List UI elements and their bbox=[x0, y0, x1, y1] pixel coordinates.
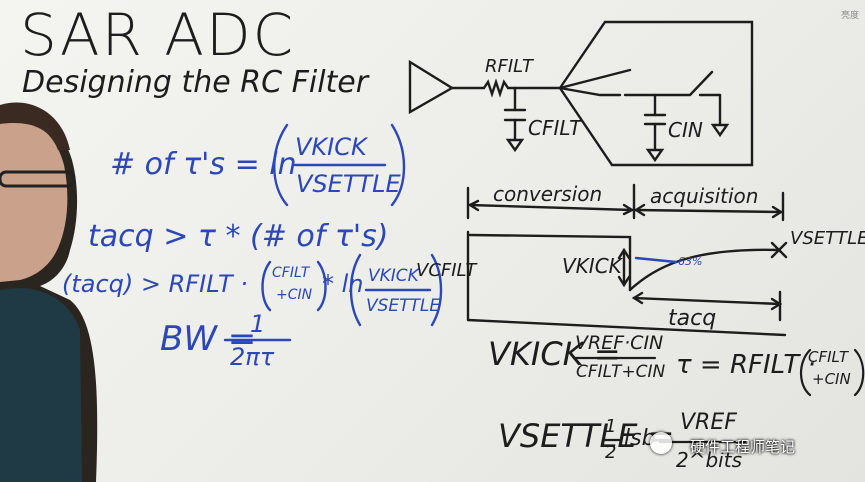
cin-label: CIN bbox=[668, 118, 703, 142]
bw-lhs: BW = bbox=[160, 319, 257, 359]
vsettle-half-numerator: 1 bbox=[605, 416, 617, 437]
percent-63-label: 63% bbox=[678, 255, 703, 268]
tau-equation-lhs: τ = RFILT · bbox=[676, 350, 816, 380]
vkick-equation-numerator: VREF·CIN bbox=[575, 332, 664, 354]
rfilt-label: RFILT bbox=[485, 56, 533, 77]
adc-block-outline bbox=[558, 20, 754, 167]
tacq-inequality: tacq > τ * (# of τ's) bbox=[88, 219, 389, 254]
bw-denominator: 2πτ bbox=[230, 343, 275, 371]
tacq-ln: * ln bbox=[322, 270, 364, 298]
corner-mark: 亮度 bbox=[840, 11, 859, 21]
tacq-ln-numerator: VKICK bbox=[368, 266, 419, 286]
vkick-equation-lhs: VKICK = bbox=[488, 335, 621, 373]
acquisition-label: acquisition bbox=[650, 184, 759, 208]
tacq-timing-label: tacq bbox=[668, 306, 717, 331]
tau-cfilt-numerator: CFILT bbox=[808, 348, 849, 366]
bw-numerator: 1 bbox=[250, 310, 266, 338]
vsettle-equation-lhs: VSETTLE = bbox=[498, 417, 675, 455]
conversion-label: conversion bbox=[493, 182, 603, 206]
buffer-triangle-icon bbox=[408, 59, 455, 115]
vcfilt-label: VCFILT bbox=[416, 260, 477, 281]
num-tau-denominator: VSETTLE bbox=[296, 170, 401, 198]
tacq-cin-denominator: +CIN bbox=[276, 287, 313, 303]
vsettle-vref: VREF bbox=[680, 410, 737, 435]
vsettle-bits: 2^bits bbox=[676, 448, 742, 472]
vkick-equation-denominator: CFILT+CIN bbox=[576, 362, 666, 382]
watermark-text: 硬件工程师笔记 bbox=[690, 438, 796, 456]
vsettle-half-denominator: 2 bbox=[605, 442, 617, 463]
tacq-expression-prefix: (tacq) > RFILT · bbox=[62, 270, 248, 298]
tau-cin-denominator: +CIN bbox=[812, 370, 851, 388]
board-title: SAR ADC bbox=[20, 1, 296, 69]
tacq-ln-denominator: VSETTLE bbox=[366, 296, 441, 316]
vkick-label: VKICK bbox=[562, 254, 622, 278]
num-tau-prefix: # of τ's = ln bbox=[110, 147, 297, 182]
num-tau-numerator: VKICK bbox=[295, 133, 367, 161]
tacq-cfilt-numerator: CFILT bbox=[272, 265, 310, 281]
cfilt-label: CFILT bbox=[528, 116, 582, 140]
vsettle-lsb: lsb bbox=[624, 426, 656, 451]
vsettle-marker-label: VSETTLE bbox=[790, 228, 865, 249]
settling-curve bbox=[628, 248, 782, 292]
wechat-icon bbox=[650, 432, 672, 454]
resistor-symbol bbox=[482, 78, 510, 98]
board-subtitle: Designing the RC Filter bbox=[22, 65, 369, 100]
